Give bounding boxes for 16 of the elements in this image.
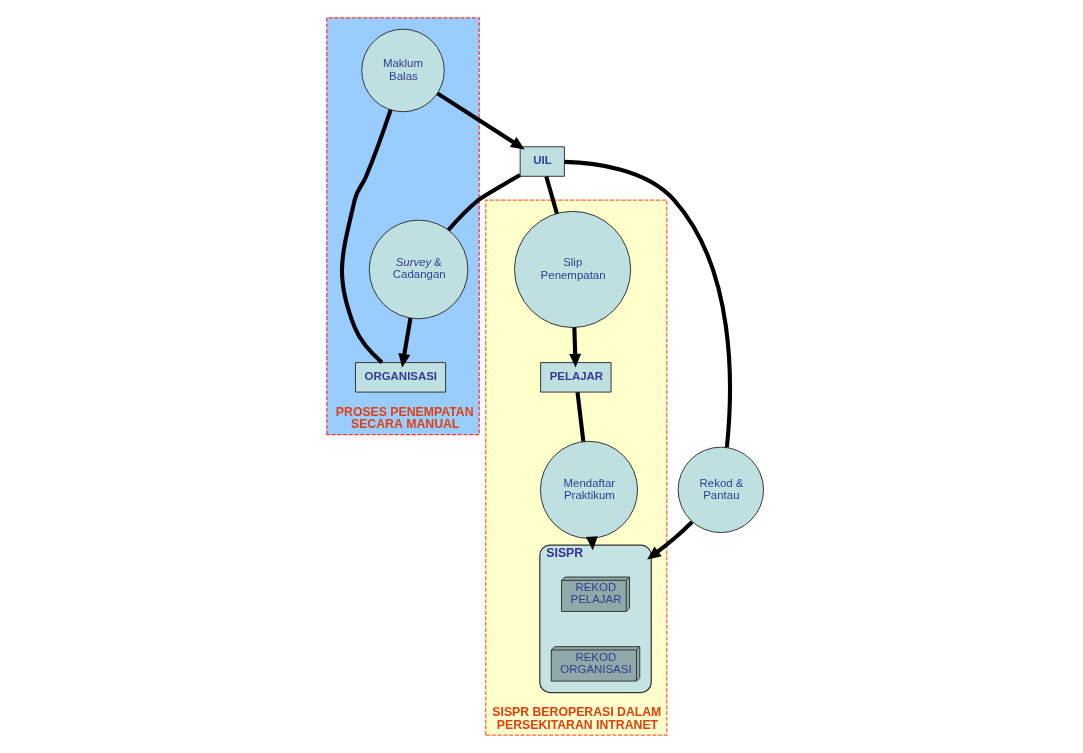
connector	[446, 173, 521, 232]
arrow	[646, 520, 693, 560]
connector	[563, 159, 732, 448]
connector	[339, 109, 393, 365]
connector	[575, 391, 585, 442]
arrow	[435, 91, 525, 150]
node-circle: Maklum Balas	[360, 28, 445, 113]
node-box: PELAJAR	[539, 362, 612, 393]
arrow	[397, 317, 412, 368]
connector	[543, 175, 559, 215]
node-box: UIL	[519, 146, 565, 177]
node-box: ORGANISASI	[354, 362, 446, 393]
arrow	[568, 327, 581, 368]
node-circle: Survey & Cadangan	[368, 219, 468, 320]
node-circle: Slip Penempatan	[513, 210, 631, 329]
node-circle: Rekod & Pantau	[677, 446, 764, 534]
